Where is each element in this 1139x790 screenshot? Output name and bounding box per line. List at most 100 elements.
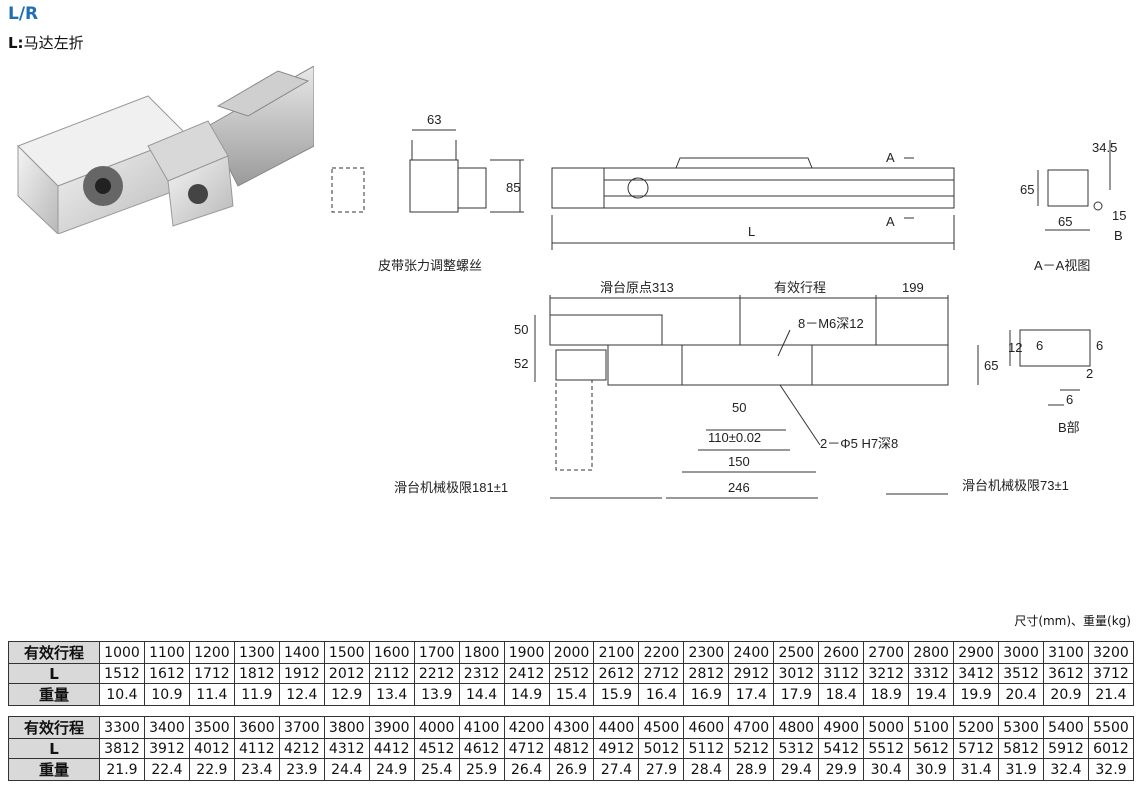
table-cell: 3812: [99, 738, 145, 759]
belt-screw-label: 皮带张力调整螺丝: [378, 258, 482, 273]
table-cell: 5812: [998, 738, 1045, 759]
dim-34-5: 34.5: [1092, 140, 1117, 155]
dim-150: 150: [728, 454, 750, 469]
table-cell: 20.4: [998, 683, 1045, 706]
phi5-label: 2－Φ5 H7深8: [820, 436, 898, 451]
table-cell: 4100: [458, 716, 505, 739]
table-cell: 16.4: [638, 683, 685, 706]
table-cell: 2800: [908, 641, 955, 664]
table-cell: 5212: [728, 738, 775, 759]
table-cell: 31.9: [998, 758, 1045, 781]
table-cell: 28.4: [683, 758, 730, 781]
table-cell: 4812: [548, 738, 595, 759]
table-cell: 4012: [188, 738, 235, 759]
table-cell: 14.9: [503, 683, 550, 706]
table-cell: 19.4: [908, 683, 955, 706]
table-cell: 3900: [368, 716, 415, 739]
table-cell: 4712: [503, 738, 550, 759]
table-cell: 4612: [458, 738, 505, 759]
table-cell: 2500: [773, 641, 820, 664]
table-cell: 22.9: [188, 758, 235, 781]
table-cell: 2200: [638, 641, 685, 664]
table-cell: 2600: [818, 641, 865, 664]
top-view: [534, 295, 979, 499]
table-cell: 4900: [818, 716, 865, 739]
b-part-caption: B部: [1058, 420, 1080, 435]
table-cell: 5012: [638, 738, 685, 759]
dim-110: 110±0.02: [708, 430, 761, 445]
table-cell: 3400: [143, 716, 190, 739]
table-cell: 1300: [233, 641, 280, 664]
table-cell: 13.4: [368, 683, 415, 706]
table-cell: 32.4: [1043, 758, 1089, 781]
table-cell: 3212: [863, 663, 910, 684]
dim-15: 15: [1112, 208, 1126, 223]
dim-199: 199: [902, 280, 924, 295]
table-cell: 1612: [143, 663, 190, 684]
table-cell: 19.9: [953, 683, 1000, 706]
subtitle-label: L:: [8, 34, 24, 52]
table-cell: 3612: [1043, 663, 1089, 684]
table-cell: 15.4: [548, 683, 595, 706]
label-b: B: [1114, 228, 1123, 243]
table-cell: 1100: [143, 641, 190, 664]
table-cell: 2912: [728, 663, 775, 684]
table-cell: 1912: [278, 663, 325, 684]
table-cell: 1400: [278, 641, 325, 664]
table-cell: 5612: [908, 738, 955, 759]
table-cell: 5000: [863, 716, 910, 739]
b-part: [1009, 329, 1091, 406]
dim-12: 12: [1008, 340, 1022, 355]
table-cell: 4300: [548, 716, 595, 739]
table-cell: 27.9: [638, 758, 685, 781]
table-cell: 11.4: [188, 683, 235, 706]
table-cell: 10.4: [99, 683, 145, 706]
table-cell: 26.4: [503, 758, 550, 781]
table-cell: 3100: [1043, 641, 1089, 664]
table-cell: 17.9: [773, 683, 820, 706]
table-cell: 3600: [233, 716, 280, 739]
dim-65-aa-h: 65: [1058, 214, 1072, 229]
table-cell: 12.4: [278, 683, 325, 706]
table-cell: 2400: [728, 641, 775, 664]
page-title: L/R: [8, 4, 39, 24]
table-cell: 17.4: [728, 683, 775, 706]
table-cell: 5312: [773, 738, 820, 759]
table-cell: 21.9: [99, 758, 145, 781]
table-cell: 5712: [953, 738, 1000, 759]
dim-85: 85: [506, 180, 520, 195]
dim-2: 2: [1086, 366, 1093, 381]
table-cell: 2812: [683, 663, 730, 684]
table-cell: 32.9: [1087, 758, 1135, 781]
table-cell: 5412: [818, 738, 865, 759]
table-cell: 4112: [233, 738, 280, 759]
row-header: L: [8, 663, 100, 684]
table-cell: 2112: [368, 663, 415, 684]
table-cell: 5912: [1043, 738, 1089, 759]
table-cell: 3712: [1087, 663, 1135, 684]
technical-drawing: 63 85 皮带张力调整螺丝 A A L 34.5 65 65 15 B A－A…: [331, 112, 1126, 499]
table-cell: 14.4: [458, 683, 505, 706]
table-cell: 2512: [548, 663, 595, 684]
table-cell: 3112: [818, 663, 865, 684]
dim-65-aa-v: 65: [1020, 182, 1034, 197]
table-cell: 1812: [233, 663, 280, 684]
row-header: L: [8, 738, 100, 759]
table-cell: 1500: [323, 641, 370, 664]
table-cell: 5300: [998, 716, 1045, 739]
table-cell: 3300: [99, 716, 145, 739]
table-cell: 2212: [413, 663, 460, 684]
table-cell: 3512: [998, 663, 1045, 684]
table-cell: 29.4: [773, 758, 820, 781]
dim-50-top: 50: [514, 322, 528, 337]
table-cell: 2700: [863, 641, 910, 664]
table-cell: 4412: [368, 738, 415, 759]
table-cell: 28.9: [728, 758, 775, 781]
table-cell: 3700: [278, 716, 325, 739]
table-cell: 4912: [593, 738, 640, 759]
